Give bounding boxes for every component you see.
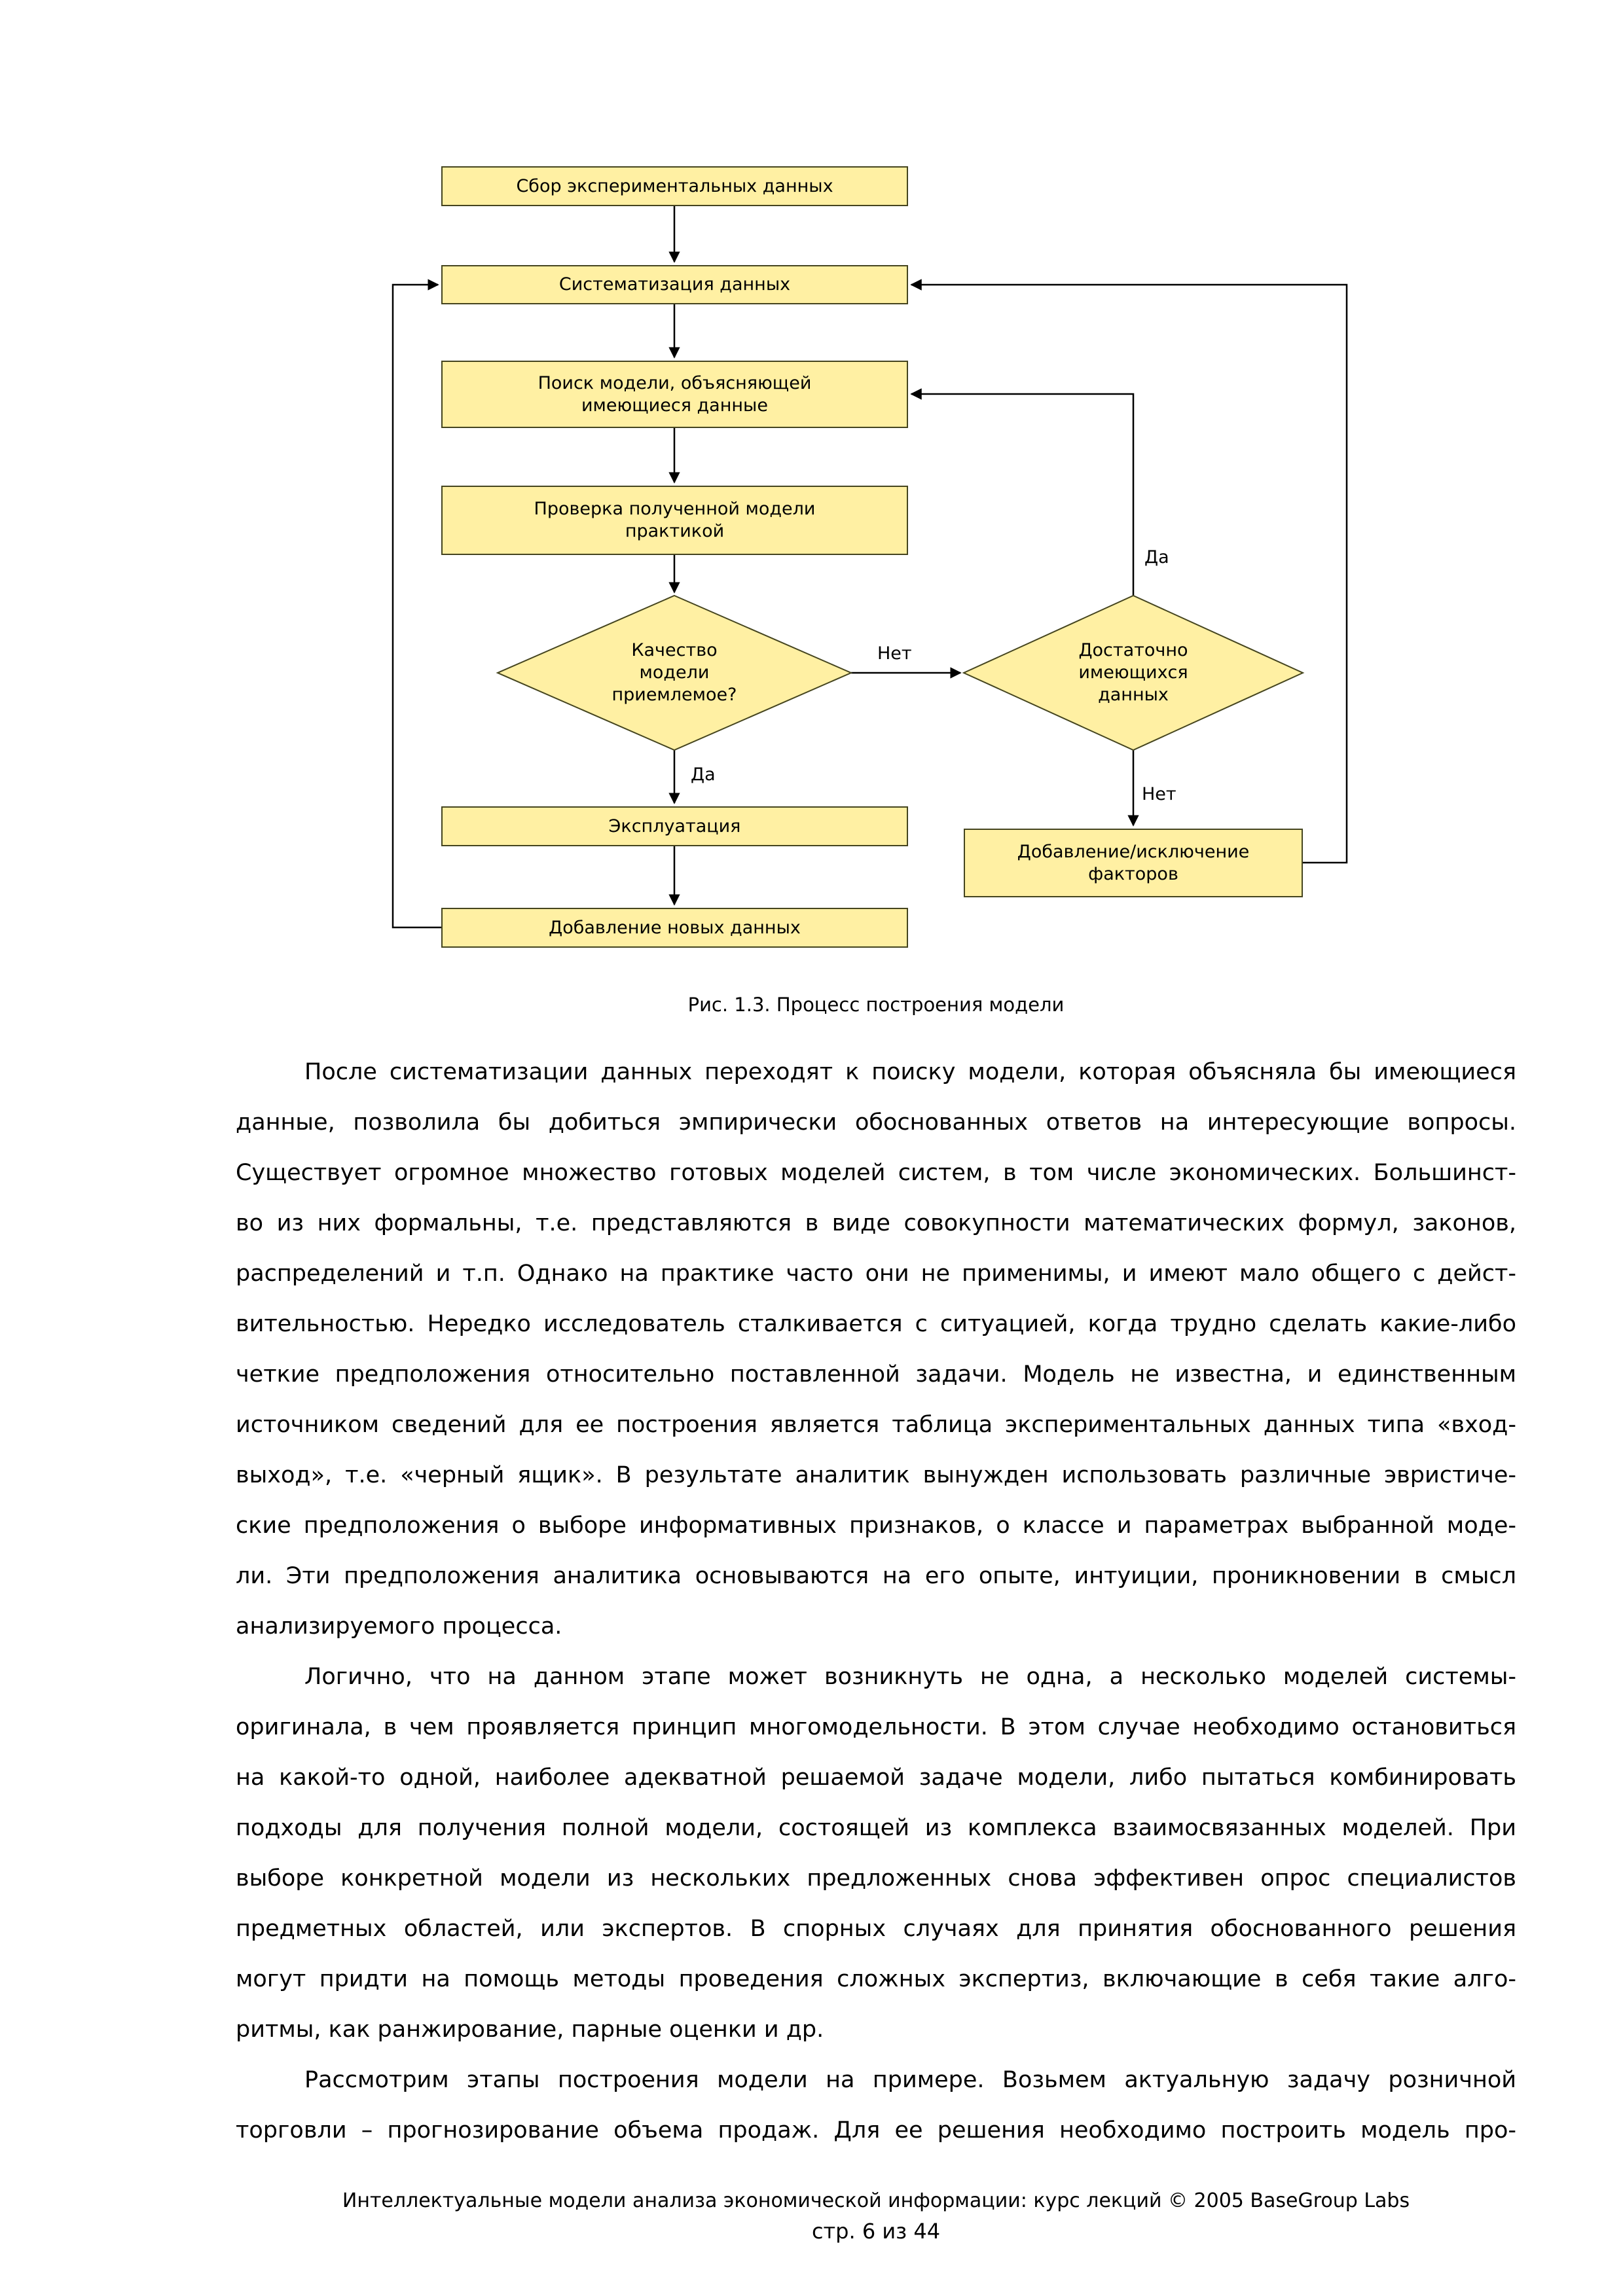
flow-node-add-new-data: Добавление новых данных — [441, 908, 908, 948]
figure-caption: Рис. 1.3. Процесс построения модели — [687, 994, 1065, 1016]
paragraph-line: выборе конкретной модели из нескольких п… — [236, 1865, 1516, 1892]
paragraph-line: После систематизации данных переходят к … — [304, 1059, 1516, 1085]
paragraph-line: предметных областей, или экспертов. В сп… — [236, 1916, 1516, 1942]
paragraph-line: четкие предположения относительно постав… — [236, 1361, 1516, 1388]
paragraph-line: оригинала, в чем проявляется принцип мно… — [236, 1714, 1516, 1740]
paragraph-line: на какой-то одной, наиболее адекватной р… — [236, 1765, 1516, 1791]
paragraph-line: могут придти на помощь методы проведения… — [236, 1966, 1516, 1992]
paragraph-line: источником сведений для ее построения яв… — [236, 1412, 1516, 1438]
footer-credit: Интеллектуальные модели анализа экономич… — [342, 2189, 1410, 2212]
flowchart-connectors — [392, 206, 1348, 929]
edge-label-quality-no: Нет — [877, 643, 912, 664]
flow-node-verify-model: Проверка полученной модели практикой — [441, 486, 908, 555]
edge-label-enough-yes: Да — [1144, 547, 1169, 567]
flow-node-operation: Эксплуатация — [441, 806, 908, 846]
flow-decision-enough-data: Достаточно имеющихся данных — [1078, 640, 1188, 705]
flow-node-collect-data: Сбор экспериментальных данных — [441, 166, 908, 206]
paragraph-line: ские предположения о выборе информативны… — [236, 1513, 1516, 1539]
paragraph-line: Существует огромное множество готовых мо… — [236, 1160, 1516, 1186]
edge-label-enough-no: Нет — [1142, 784, 1176, 804]
flowchart-figure: Сбор экспериментальных данных Систематиз… — [0, 0, 1623, 1047]
paragraph-line: торговли – прогнозирование объема продаж… — [236, 2117, 1516, 2144]
flow-node-add-exclude-factors: Добавление/исключение факторов — [964, 829, 1303, 897]
paragraph-line: данные, позволила бы добиться эмпирическ… — [236, 1109, 1516, 1136]
body-text: После систематизации данных переходят к … — [236, 1047, 1516, 2156]
paragraph-line: Логично, что на данном этапе может возни… — [304, 1664, 1516, 1690]
paragraph-line: выход», т.е. «черный ящик». В результате… — [236, 1462, 1516, 1488]
page-number: стр. 6 из 44 — [811, 2219, 941, 2244]
paragraph-line: вительностью. Нередко исследователь стал… — [236, 1311, 1516, 1337]
paragraph-line: Рассмотрим этапы построения модели на пр… — [304, 2067, 1516, 2093]
flow-decision-model-quality: Качество модели приемлемое? — [611, 640, 737, 705]
paragraph-line: ритмы, как ранжирование, парные оценки и… — [236, 2017, 824, 2043]
paragraph-line: во из них формальны, т.е. представляются… — [236, 1210, 1516, 1236]
edge-label-quality-yes: Да — [691, 764, 716, 785]
paragraph-line: ли. Эти предположения аналитика основыва… — [236, 1563, 1516, 1589]
paragraph-line: анализируемого процесса. — [236, 1613, 562, 1640]
paragraph-line: подходы для получения полной модели, сос… — [236, 1815, 1516, 1841]
flow-node-search-model: Поиск модели, объясняющей имеющиеся данн… — [441, 361, 908, 428]
flow-node-systematize-data: Систематизация данных — [441, 265, 908, 304]
paragraph-line: распределений и т.п. Однако на практике … — [236, 1261, 1516, 1287]
